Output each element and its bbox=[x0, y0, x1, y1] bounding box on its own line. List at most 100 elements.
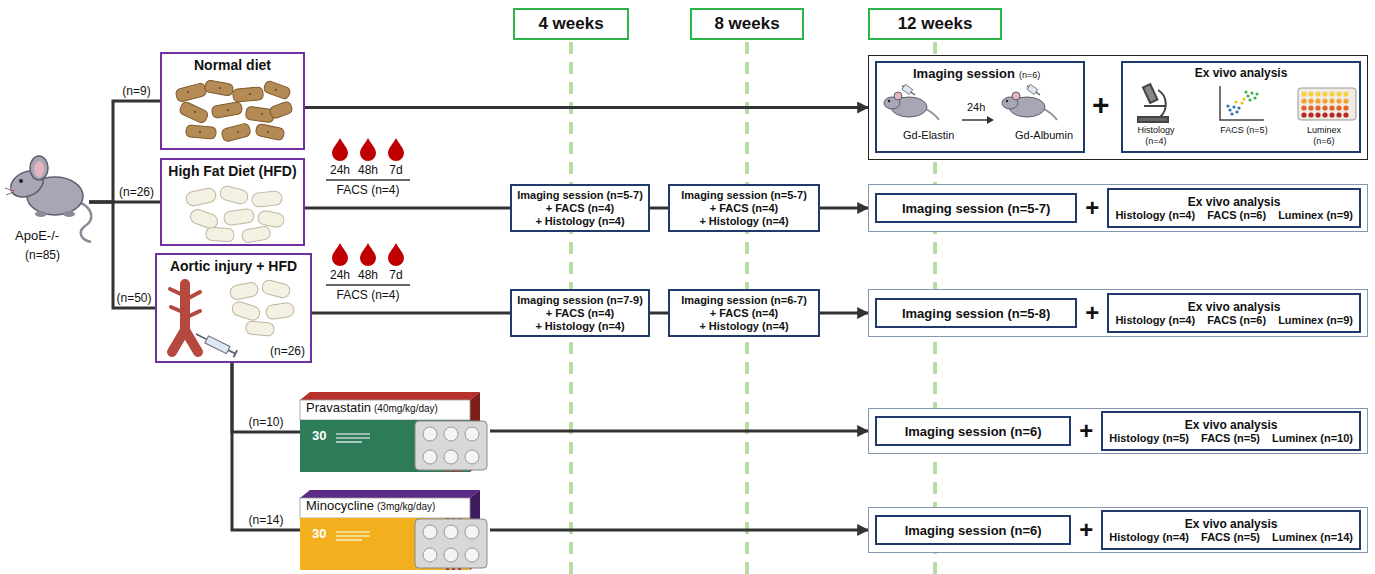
injection-syringe bbox=[194, 330, 237, 357]
node-text: + FACS (n=4) bbox=[546, 202, 614, 215]
injection-syringe bbox=[205, 336, 230, 354]
panel-ground bbox=[868, 55, 1368, 160]
ex-vivo-box: Ex vivo analysisHistology (n=4)FACS (n=5… bbox=[1121, 61, 1361, 153]
node-text: Imaging session (n=7-9) bbox=[517, 294, 643, 307]
branch-line bbox=[650, 312, 668, 315]
node-text: Ex vivo analysis bbox=[1115, 300, 1353, 314]
luminex-plate-icon bbox=[1322, 98, 1327, 103]
minocycline-pack bbox=[423, 548, 437, 562]
mouse-illustration bbox=[79, 202, 91, 242]
imaging-mouse bbox=[884, 92, 939, 120]
blood-drop bbox=[360, 243, 376, 266]
high-fat-pellets bbox=[219, 185, 250, 206]
session-box: Imaging session (n=5-7)+ FACS (n=4)+ His… bbox=[668, 184, 820, 232]
edge-label: (n=50) bbox=[115, 291, 152, 305]
facs-plot-icon bbox=[1226, 104, 1240, 115]
imaging-session-box: Imaging session (n=5-8) bbox=[875, 298, 1077, 328]
minocycline-pack bbox=[336, 535, 370, 536]
luminex-plate-icon bbox=[1322, 105, 1327, 110]
minocycline-pack bbox=[336, 539, 362, 540]
minocycline-pack bbox=[415, 519, 487, 568]
luminex-plate-icon bbox=[1336, 91, 1341, 96]
sampling-label: 48h bbox=[358, 268, 378, 282]
contrast-syringe bbox=[1036, 92, 1040, 95]
luminex-plate-icon bbox=[1301, 112, 1306, 117]
facs-plot-icon bbox=[1242, 97, 1245, 100]
pravastatin-pack bbox=[300, 392, 487, 472]
node-text: Minocycline bbox=[306, 498, 374, 514]
microscope-icon bbox=[1143, 84, 1157, 103]
node-text: + bbox=[1079, 517, 1093, 543]
sampling-label: FACS (n=4) bbox=[336, 288, 399, 302]
facs-plot-icon bbox=[1253, 96, 1256, 99]
endpoint-panel: +Imaging session (n=5-8)Ex vivo analysis… bbox=[868, 289, 1368, 337]
high-fat-pellets bbox=[185, 187, 217, 207]
interval-arrow bbox=[987, 116, 994, 124]
branch-line bbox=[312, 312, 510, 315]
node-text: Luminex (n=14) bbox=[1272, 531, 1353, 544]
luminex-plate-icon bbox=[1308, 91, 1313, 96]
endpoint-panel: +Imaging session (n=5-7)Ex vivo analysis… bbox=[868, 184, 1368, 232]
node-text: Histology (n=4) bbox=[1115, 209, 1195, 222]
facs-plot-icon bbox=[1248, 98, 1251, 101]
imaging-mouse bbox=[926, 109, 939, 120]
pellet-speckles bbox=[237, 131, 239, 133]
node-text: Histology (n=4) bbox=[1131, 125, 1181, 147]
imaging-mouse bbox=[1044, 109, 1057, 120]
luminex-plate-icon bbox=[1315, 98, 1320, 103]
high-fat-pellets bbox=[241, 226, 271, 244]
luminex-plate-icon bbox=[1308, 112, 1313, 117]
pravastatin-pack bbox=[423, 427, 479, 464]
ex-vivo-box: Ex vivo analysisHistology (n=4)FACS (n=5… bbox=[1101, 510, 1361, 550]
high-fat-pellets bbox=[223, 208, 255, 226]
pellet-speckles bbox=[275, 89, 277, 91]
pravastatin-pack bbox=[444, 427, 458, 441]
node-text: Luminex (n=9) bbox=[1278, 314, 1353, 327]
pellet-speckles bbox=[227, 109, 229, 111]
contrast-syringe bbox=[1027, 86, 1029, 87]
injection-syringe bbox=[234, 350, 238, 357]
node-text: ApoE-/- bbox=[15, 228, 59, 244]
facs-plot-icon bbox=[1230, 112, 1233, 115]
contrast-syringe bbox=[1025, 83, 1041, 97]
luminex-plate-icon bbox=[1336, 98, 1341, 103]
drug-treatment-box: Pravastatin(40mg/kg/day)30 bbox=[300, 392, 490, 472]
high-fat-pellets bbox=[257, 210, 285, 228]
node-text: Imaging session (n=6) bbox=[905, 523, 1042, 538]
blood-drop bbox=[332, 138, 348, 161]
node-text: + Histology (n=4) bbox=[699, 215, 788, 228]
facs-plot-icon bbox=[1234, 100, 1237, 103]
node-text: Ex vivo analysis bbox=[1123, 66, 1359, 80]
microscope-icon bbox=[1138, 117, 1168, 122]
pravastatin-pack bbox=[336, 441, 362, 442]
node-text: (n=26) bbox=[270, 344, 305, 358]
pravastatin-pack bbox=[465, 427, 479, 441]
session-box: Imaging session (n=7-9)+ FACS (n=4)+ His… bbox=[510, 289, 650, 337]
node-text: Luminex (n=6) bbox=[1299, 125, 1349, 147]
imaging-mouse bbox=[894, 92, 902, 100]
high-fat-pellets bbox=[251, 190, 282, 207]
facs-plot-icon bbox=[1240, 101, 1243, 104]
node-text: + FACS (n=4) bbox=[710, 202, 778, 215]
chow-pellets bbox=[178, 101, 209, 125]
facs-plot-icon bbox=[1244, 90, 1258, 101]
luminex-plate-icon bbox=[1329, 112, 1334, 117]
facs-plot-icon bbox=[1237, 106, 1240, 109]
node-text: (n=85) bbox=[25, 248, 60, 262]
chow-pellets bbox=[269, 101, 294, 120]
edge-label: (n=10) bbox=[247, 415, 284, 429]
edge-label: (n=9) bbox=[121, 84, 151, 98]
node-text: + bbox=[1092, 88, 1110, 122]
pravastatin-pack bbox=[444, 450, 458, 464]
diet-group-box: Normal diet bbox=[160, 52, 305, 150]
node-text: Imaging session (n=5-7) bbox=[902, 201, 1050, 216]
node-text: 12 weeks bbox=[898, 14, 973, 34]
sampling-rule bbox=[326, 284, 410, 286]
node-text: + FACS (n=4) bbox=[546, 307, 614, 320]
pravastatin-pack bbox=[300, 400, 470, 420]
pravastatin-pack bbox=[336, 433, 370, 434]
node-text: (3mg/kg/day) bbox=[377, 501, 435, 513]
